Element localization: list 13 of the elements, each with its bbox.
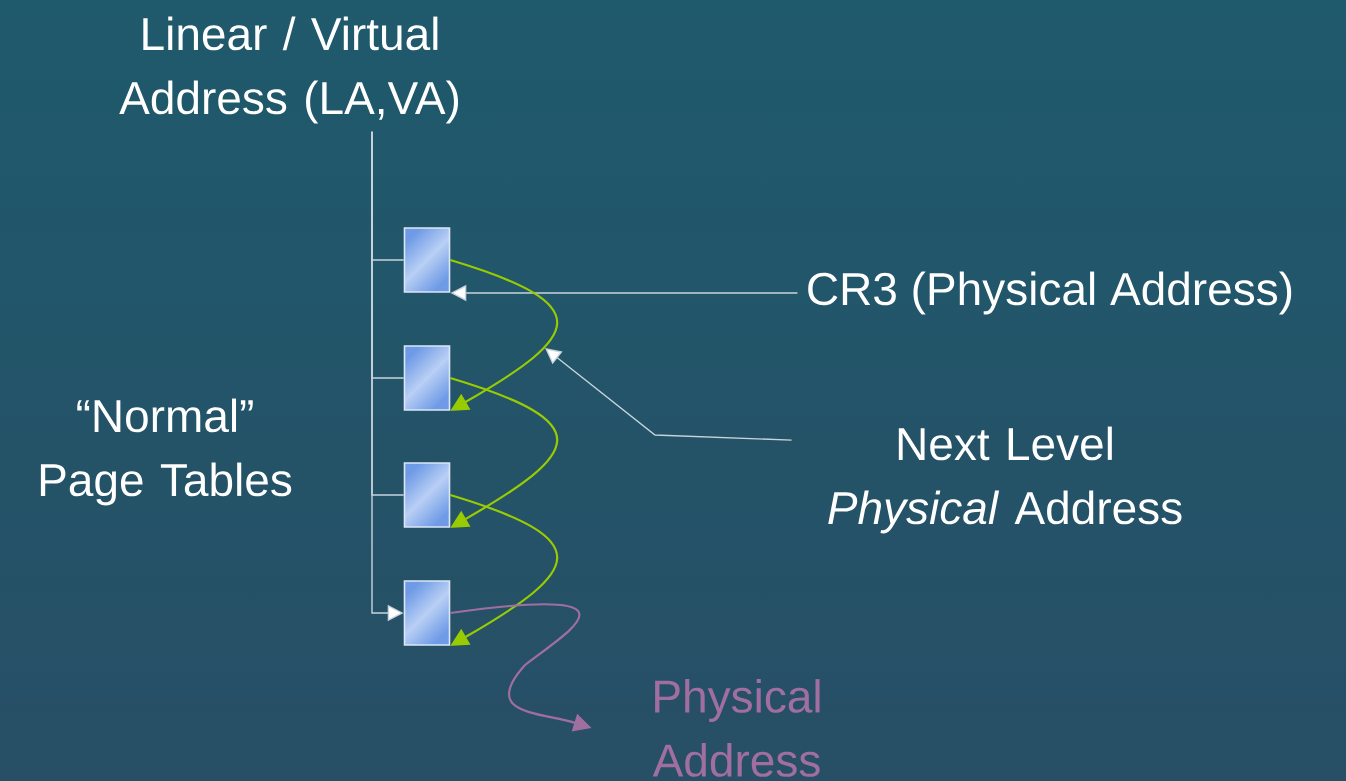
leader-line xyxy=(545,348,793,441)
side-label: “Normal” Page Tables xyxy=(40,398,292,506)
page-table-box xyxy=(403,227,451,293)
pointer-arrow xyxy=(449,376,558,528)
callout-text: Next Level Physical Address xyxy=(828,426,1182,534)
pointer-arrow xyxy=(449,258,558,411)
page-table-box xyxy=(403,580,451,646)
page-table-box xyxy=(403,345,451,411)
pointer-arrow xyxy=(449,493,558,646)
address-label: Linear / Virtual Address (LA,VA) xyxy=(119,16,459,124)
address-label: Physical Address xyxy=(652,679,820,777)
page-table-box xyxy=(403,462,451,528)
register-label: CR3 (Physical Address) xyxy=(808,271,1292,315)
